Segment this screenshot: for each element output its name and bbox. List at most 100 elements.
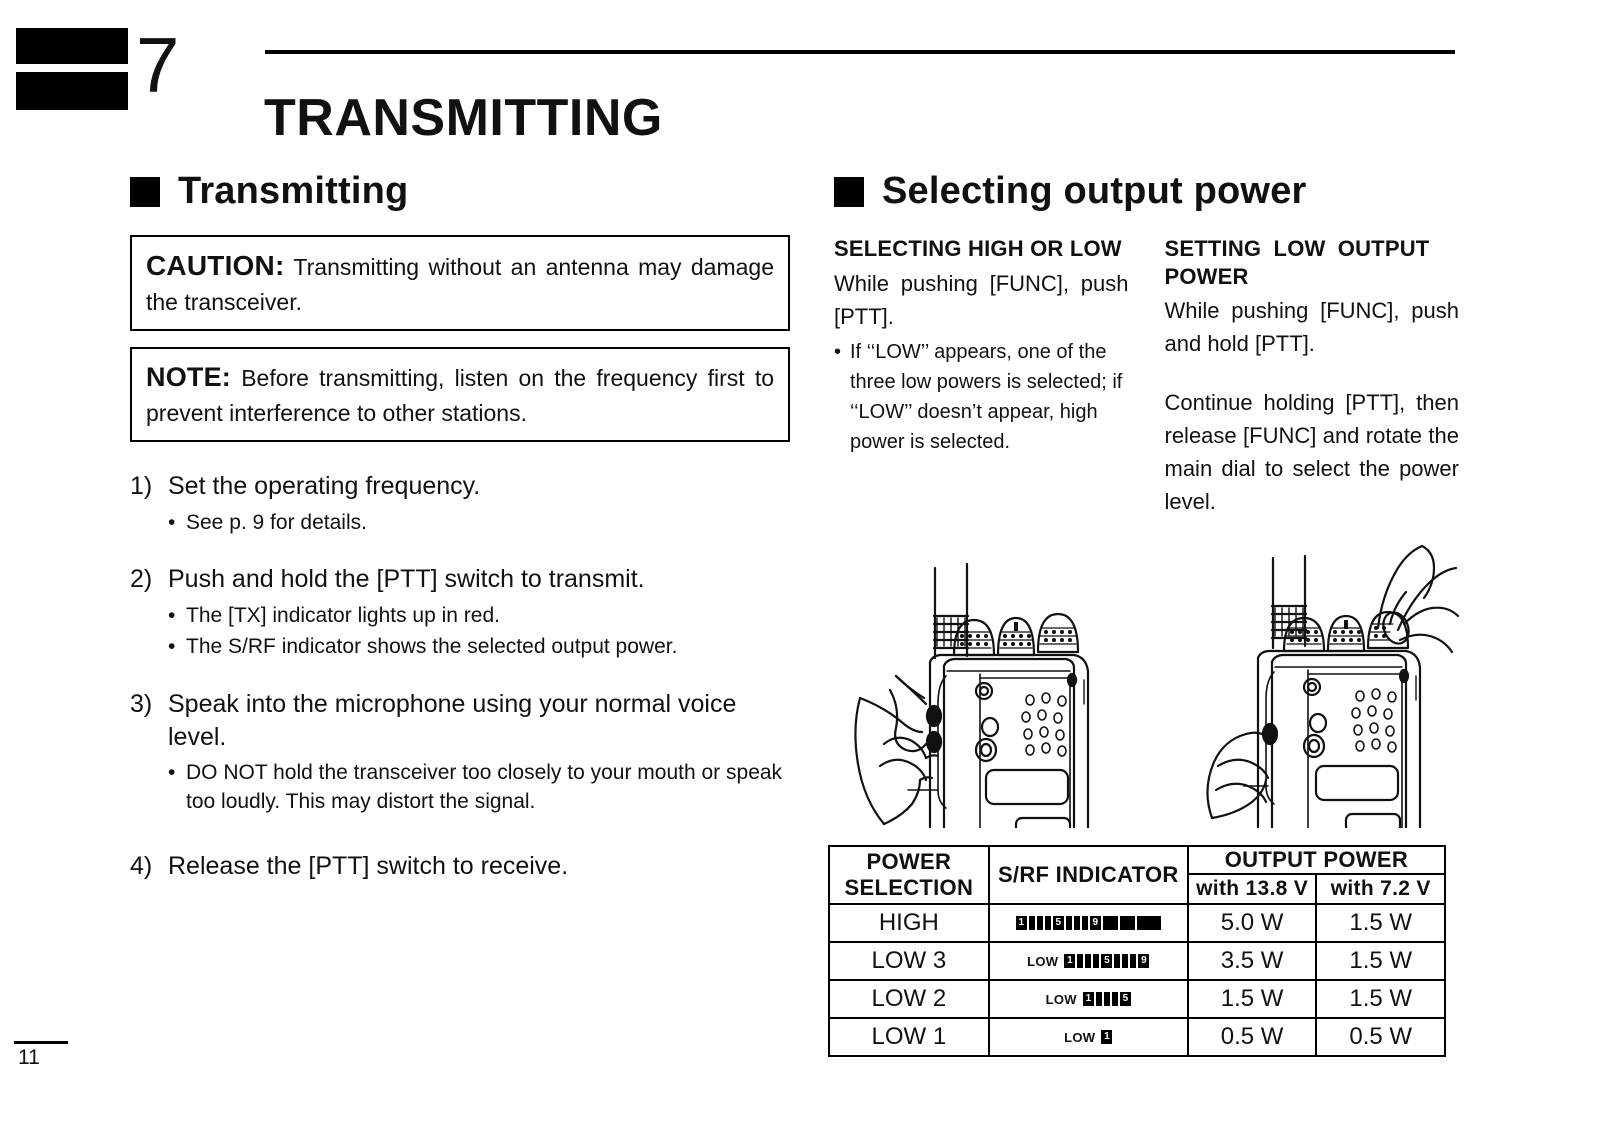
srf-segment (1130, 954, 1137, 968)
cell-power-selection: LOW 3 (828, 941, 990, 981)
srf-segment-5: 5 (1119, 992, 1131, 1006)
srf-segment (1073, 916, 1080, 930)
step-item: 4) Release the [PTT] switch to receive. (130, 850, 790, 883)
subsection-title: SELECTING HIGH OR LOW (834, 236, 1122, 261)
step-sub-list: • See p. 9 for details. (130, 509, 790, 538)
sub-bullet-text: The [TX] indicator lights up in red. (186, 603, 500, 627)
srf-bars: 1 5 (1082, 992, 1131, 1006)
cell-with-13-8v: 1.5 W (1186, 979, 1318, 1019)
section-heading-output-power: Selecting output power (834, 170, 1459, 213)
caution-keyword: CAUTION: (146, 250, 285, 281)
cell-power-selection: LOW 1 (828, 1017, 990, 1057)
srf-indicator-graphic: LOW 1 (990, 1019, 1187, 1055)
srf-bars: 1 (1101, 1030, 1113, 1044)
cell-with-7-2v: 1.5 W (1315, 941, 1446, 981)
srf-segment-9: 9 (1089, 916, 1101, 930)
srf-bars: 1 5 9 (1064, 954, 1150, 968)
srf-segment-9: 9 (1138, 954, 1150, 968)
step-text: Release the [PTT] switch to receive. (168, 852, 569, 881)
sub-bullet-item: • The [TX] indicator lights up in red. (168, 602, 790, 631)
cell-srf-indicator: LOW 1 (987, 1017, 1189, 1057)
srf-segment (1103, 992, 1110, 1006)
step-number: 2) (130, 565, 153, 594)
cell-power-selection: LOW 2 (828, 979, 990, 1019)
cell-with-13-8v: 5.0 W (1186, 903, 1318, 943)
subsection-body: While pushing [FUNC], push [PTT]. (834, 270, 1129, 329)
table-row: LOW 1 LOW 1 0.5 W 0.5 W (828, 1017, 1446, 1057)
footer-rule (14, 1041, 68, 1044)
srf-bars: 1 5 9 (1015, 916, 1161, 930)
step-item: 3) Speak into the microphone using your … (130, 688, 790, 816)
bullet-dot-icon: • (168, 510, 176, 534)
srf-segment (1081, 916, 1088, 930)
header-with-13-8v: with 13.8 V (1186, 873, 1318, 905)
bullet-dot-icon: • (168, 761, 176, 785)
square-bullet-icon (130, 176, 160, 207)
srf-segment-1: 1 (1101, 1030, 1113, 1044)
cell-with-13-8v: 3.5 W (1186, 941, 1318, 981)
step-sub-list: • The [TX] indicator lights up in red. •… (130, 602, 790, 662)
step-item: 2) Push and hold the [PTT] switch to tra… (130, 563, 790, 662)
srf-segment (1102, 916, 1118, 930)
subsection-selecting-high-or-low: SELECTING HIGH OR LOW While pushing [FUN… (834, 235, 1129, 518)
chapter-mark-bar-top (16, 28, 128, 64)
page-number: 11 (18, 1046, 40, 1069)
step-number: 3) (130, 690, 153, 719)
steps-list: 1) Set the operating frequency. • See p.… (130, 470, 790, 882)
chapter-mark-bar-bottom (16, 72, 128, 110)
srf-segment-5: 5 (1052, 916, 1064, 930)
step-text: Speak into the microphone using your nor… (168, 690, 737, 751)
subsection-body: While pushing [FUNC], push and hold [PTT… (1164, 298, 1460, 356)
chapter-number: 7 (136, 21, 179, 109)
output-power-subcolumns: SELECTING HIGH OR LOW While pushing [FUN… (834, 235, 1459, 518)
subsection-setting-low-output-power: SETTING LOW OUTPUT POWER While pushing [… (1165, 235, 1460, 518)
table-row: LOW 3 LOW 1 5 9 (828, 941, 1446, 981)
srf-segment (1119, 916, 1135, 930)
srf-segment (1095, 992, 1102, 1006)
header-power-selection: POWER SELECTION (828, 845, 990, 905)
note-keyword: NOTE: (146, 362, 231, 393)
table-row: LOW 2 LOW 1 5 1.5 W 1.5 W (828, 979, 1446, 1019)
srf-segment (1065, 916, 1072, 930)
sub-bullet-item: • DO NOT hold the transceiver too closel… (168, 759, 790, 816)
header-power-selection-line1: POWER (866, 849, 952, 875)
srf-low-tag: LOW (1027, 953, 1059, 969)
section-heading-label: Selecting output power (882, 170, 1307, 212)
cell-with-7-2v: 1.5 W (1315, 903, 1446, 943)
sub-bullet-item: • The S/RF indicator shows the selected … (168, 633, 790, 662)
caution-text: Transmitting without an antenna may dama… (146, 254, 774, 315)
section-heading-transmitting: Transmitting (130, 170, 790, 213)
step-number: 1) (130, 472, 153, 501)
srf-segment-5: 5 (1101, 954, 1113, 968)
cell-with-7-2v: 0.5 W (1315, 1017, 1446, 1057)
subsection-bullet: • If ‘‘LOW’’ appears, one of the three l… (834, 337, 1129, 457)
cell-with-7-2v: 1.5 W (1315, 979, 1446, 1019)
square-bullet-icon (834, 176, 864, 207)
bullet-dot-icon: • (834, 340, 842, 363)
step-text: Set the operating frequency. (168, 472, 481, 501)
sub-bullet-text: DO NOT hold the transceiver too closely … (186, 761, 783, 813)
illustration-dial-rotate (1172, 528, 1460, 828)
right-column: Selecting output power SELECTING HIGH OR… (834, 170, 1459, 518)
cell-srf-indicator: 1 5 9 (987, 903, 1189, 943)
srf-segment (1136, 916, 1161, 930)
header-srf-indicator: S/RF INDICATOR (987, 845, 1189, 905)
subsection-body-secondary: Continue holding [PTT], then release [FU… (1164, 390, 1460, 514)
note-text: Before transmitting, listen on the frequ… (146, 365, 774, 426)
srf-segment-1: 1 (1015, 916, 1027, 930)
sub-bullet-text: See p. 9 for details. (186, 510, 367, 534)
srf-segment (1044, 916, 1051, 930)
note-box: NOTE: Before transmitting, listen on the… (130, 347, 790, 443)
step-number: 4) (130, 852, 153, 881)
cell-with-13-8v: 0.5 W (1186, 1017, 1318, 1057)
srf-segment-1: 1 (1082, 992, 1094, 1006)
srf-low-tag: LOW (1045, 991, 1077, 1007)
srf-segment (1036, 916, 1043, 930)
bullet-dot-icon: • (168, 603, 176, 627)
illustration-ptt-press (834, 528, 1122, 828)
caution-box: CAUTION: Transmitting without an antenna… (130, 235, 790, 332)
step-sub-list: • DO NOT hold the transceiver too closel… (130, 759, 790, 816)
cell-srf-indicator: LOW 1 5 (987, 979, 1189, 1019)
srf-low-tag: LOW (1064, 1029, 1096, 1045)
